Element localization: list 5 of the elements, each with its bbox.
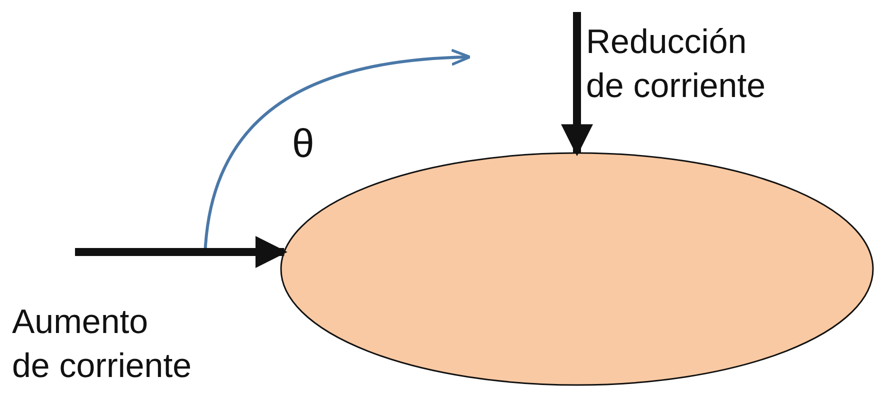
arrow-label: Reducción de corriente xyxy=(573,12,838,112)
arrow-label: Aumento de corriente xyxy=(12,252,202,376)
angle-symbol: θ xyxy=(292,122,314,166)
arrow xyxy=(561,12,593,156)
arrow xyxy=(75,236,288,268)
